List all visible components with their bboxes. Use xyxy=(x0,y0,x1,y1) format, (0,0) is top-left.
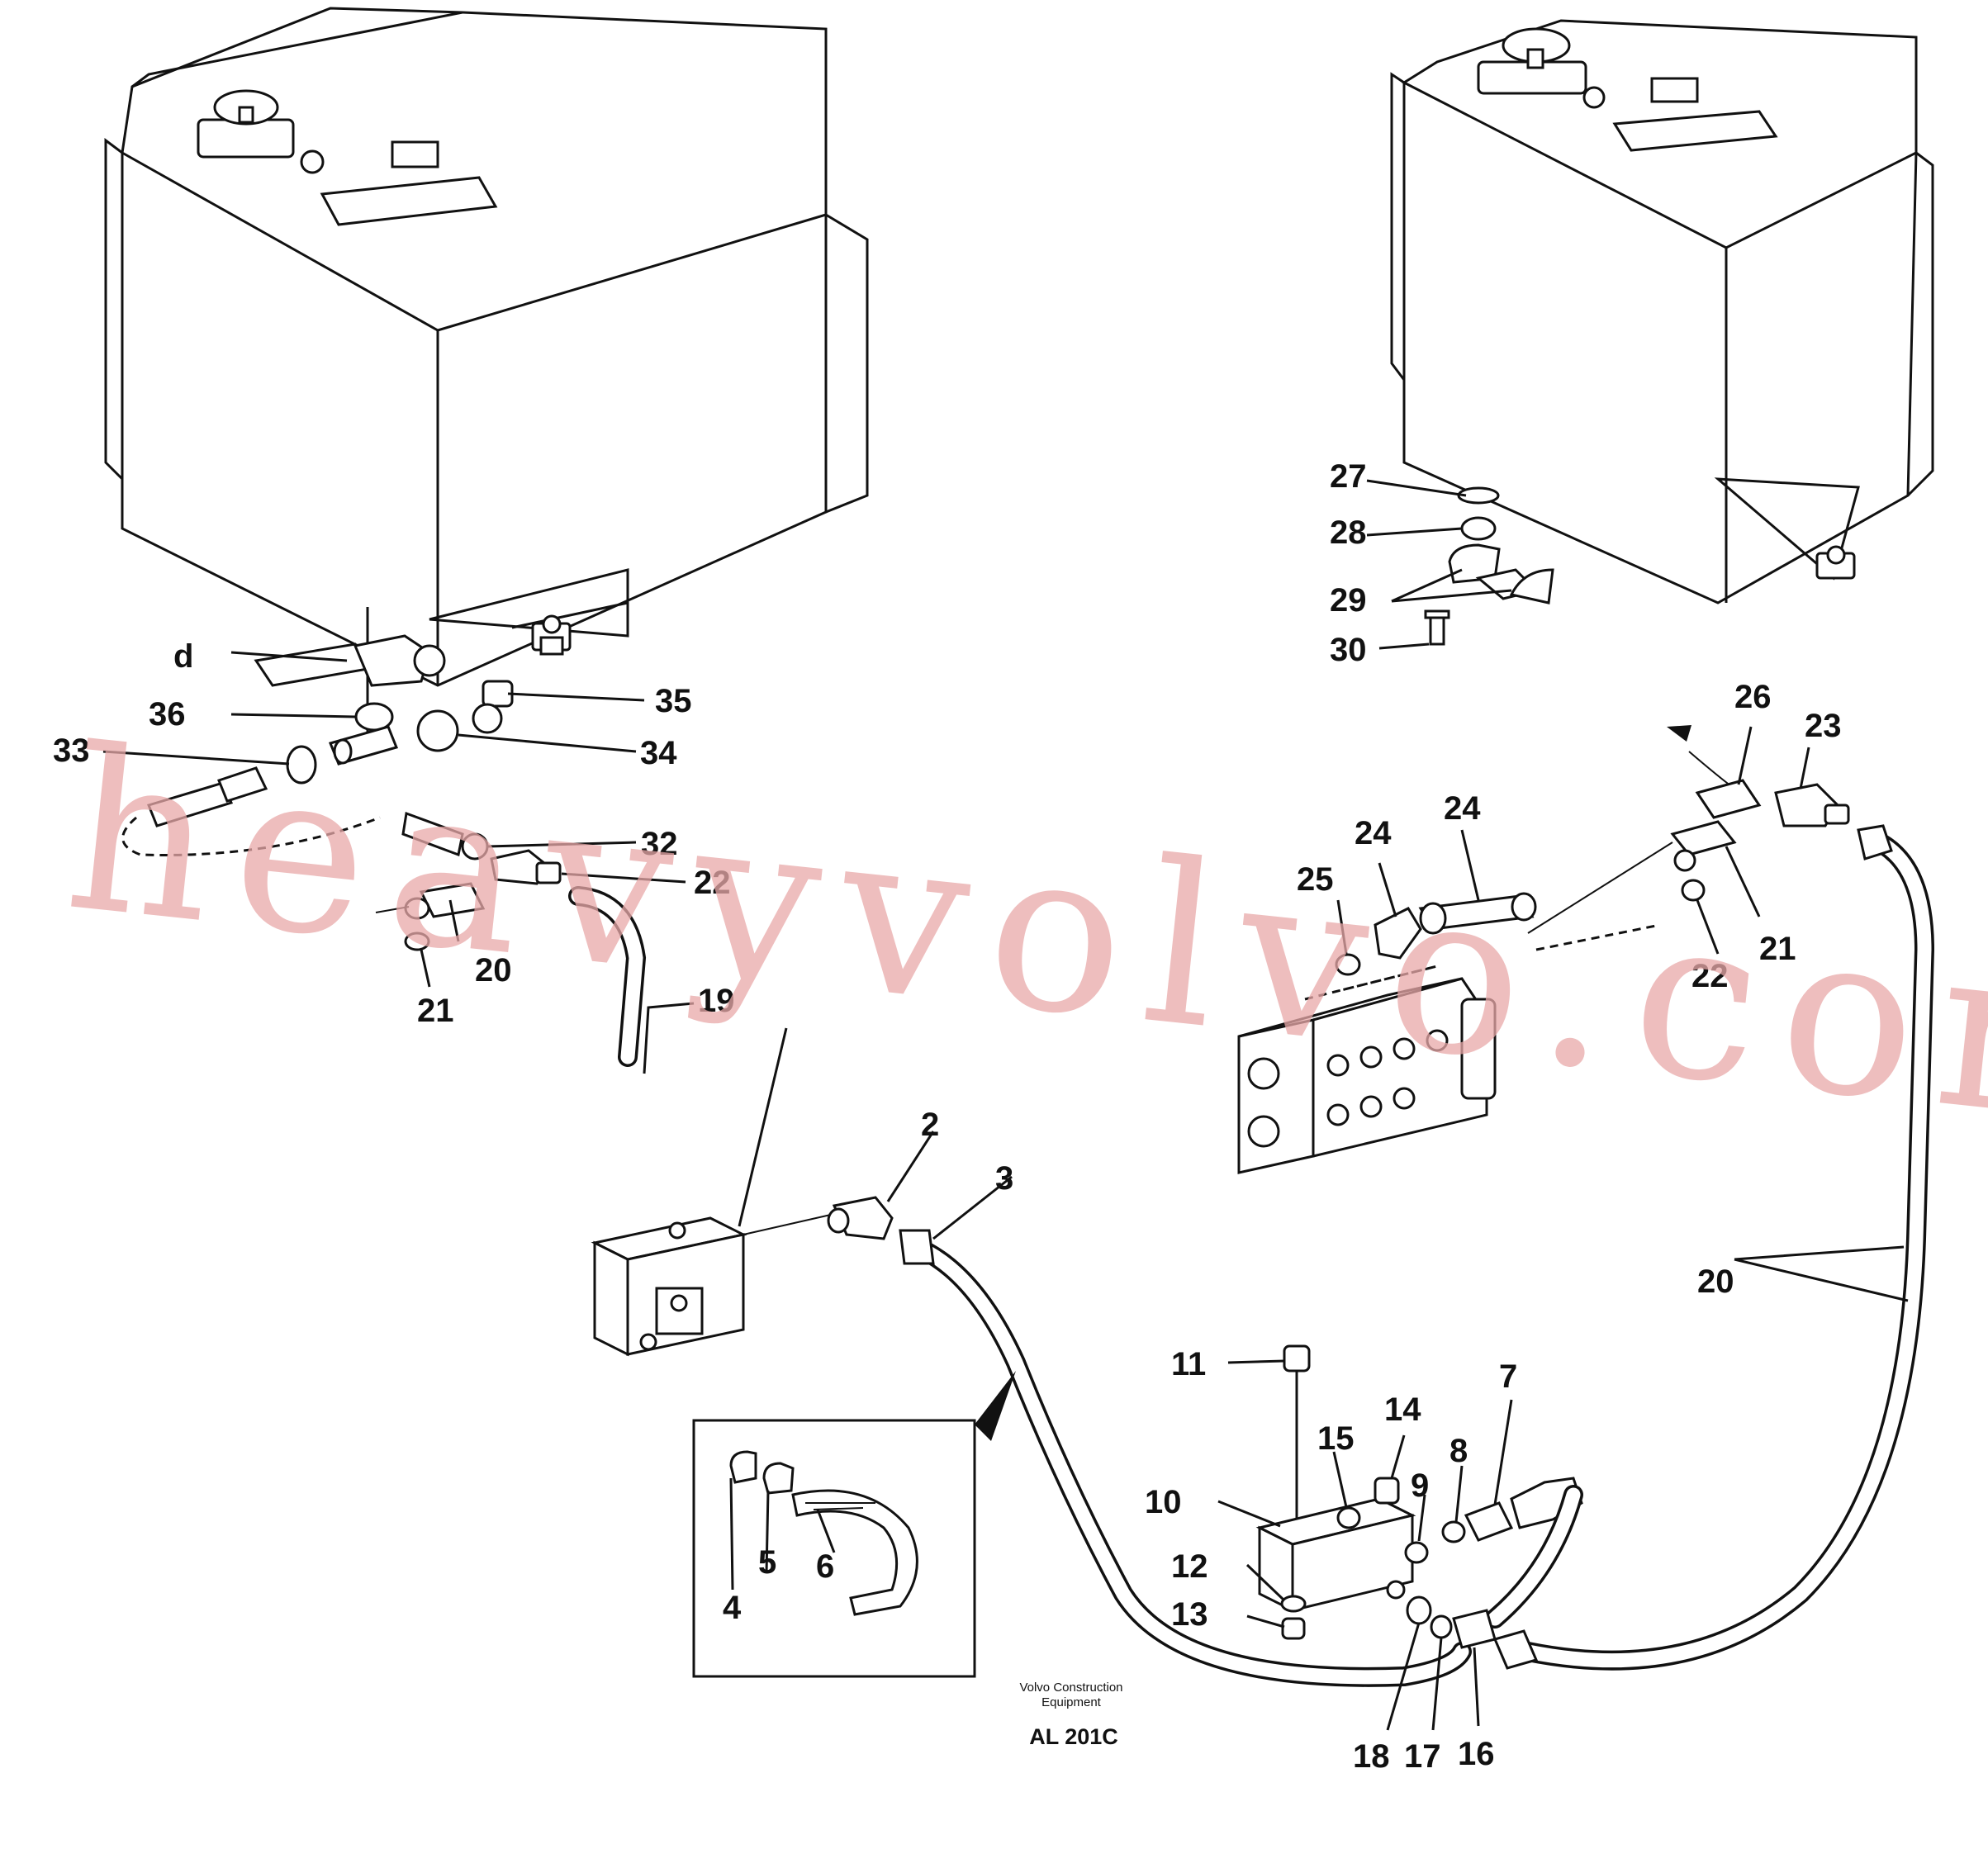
hydraulic-tank-left xyxy=(104,7,869,687)
hose-clamp-inset xyxy=(692,1371,1016,1678)
label-3: 3 xyxy=(995,1160,1013,1197)
tank-cap-base-left xyxy=(197,118,295,159)
seal-17 xyxy=(1430,1614,1453,1639)
callouts: d 36 33 35 34 32 22 20 21 19 27 28 29 30… xyxy=(53,458,1842,1775)
clamp-29b xyxy=(1509,568,1554,604)
inspection-cover-right xyxy=(1612,110,1778,152)
washer-9 xyxy=(1404,1541,1429,1564)
elbow-24 xyxy=(1374,907,1422,960)
clamp-29a xyxy=(1448,543,1501,584)
leader-lines xyxy=(102,479,1909,1731)
label-31: 32 xyxy=(641,826,678,862)
label-14: 14 xyxy=(1384,1391,1421,1428)
label-9: 9 xyxy=(1411,1467,1429,1504)
publisher-line-1: Volvo Construction xyxy=(1019,1681,1122,1695)
valve-block-1 xyxy=(591,1216,747,1357)
cable-tie-6 xyxy=(791,1489,918,1616)
label-30: 30 xyxy=(1330,632,1367,668)
label-19b: 20 xyxy=(1697,1263,1734,1300)
label-6: 6 xyxy=(816,1548,834,1585)
label-21a: 21 xyxy=(417,993,454,1029)
plug-14 xyxy=(1374,1477,1400,1505)
distribution-block-10 xyxy=(1255,1344,1583,1670)
label-20a: 20 xyxy=(475,952,512,989)
nut-13 xyxy=(1281,1617,1306,1640)
label-5: 5 xyxy=(758,1544,776,1581)
label-35: 36 xyxy=(149,696,186,732)
return-line-dashed xyxy=(121,816,381,856)
clamp-assembly xyxy=(1424,486,1554,646)
pipe-36 xyxy=(254,642,370,687)
bushing-28 xyxy=(1460,516,1497,541)
washer-12 xyxy=(1280,1595,1307,1613)
label-16: 16 xyxy=(1458,1736,1495,1772)
hydraulic-tank-right xyxy=(1390,19,1934,604)
hose-end-26 xyxy=(1695,779,1762,819)
label-2: 2 xyxy=(921,1107,939,1143)
label-19a: 19 xyxy=(698,983,735,1019)
label-27: 27 xyxy=(1330,458,1367,495)
control-valve xyxy=(1237,977,1497,1174)
label-13: 13 xyxy=(1171,1596,1208,1633)
label-20b: 21 xyxy=(1759,931,1796,967)
right-return-fittings xyxy=(1304,725,1935,1671)
label-15: 15 xyxy=(1317,1420,1355,1457)
label-24-text: 24 xyxy=(1355,815,1392,851)
drawing-info: Volvo Construction Equipment AL 201C xyxy=(1019,1681,1122,1749)
inspection-cover-left xyxy=(320,176,498,226)
label-26: 26 xyxy=(1734,679,1772,715)
nut-33 xyxy=(416,709,459,752)
adapter-16 xyxy=(1452,1609,1497,1649)
seal-25 xyxy=(1335,953,1361,976)
clip-5 xyxy=(762,1462,795,1495)
label-23: 24 xyxy=(1444,790,1481,827)
connector-32 xyxy=(217,766,268,803)
adapter-7 xyxy=(1464,1501,1514,1542)
seal-21-right xyxy=(1681,879,1706,902)
publisher-line-2: Equipment xyxy=(1041,1695,1102,1709)
inset-frame xyxy=(692,1419,976,1678)
label-36: d xyxy=(173,638,193,675)
seal-21-left xyxy=(404,932,430,951)
screw-30 xyxy=(1429,614,1445,646)
seal-18 xyxy=(1406,1595,1432,1625)
clip-4 xyxy=(729,1450,757,1484)
seal-8 xyxy=(1441,1520,1466,1543)
label-8: 8 xyxy=(1449,1433,1468,1469)
elbow-20-right xyxy=(1670,820,1737,856)
watermark: heavyvolvo.com xyxy=(56,699,1988,1179)
elbow-7 xyxy=(1510,1477,1583,1529)
hose-end-31 xyxy=(401,811,464,857)
fitting-34 xyxy=(482,680,514,708)
pipe-32 xyxy=(146,781,234,827)
label-4: 4 xyxy=(723,1590,742,1626)
bolt-11 xyxy=(1283,1344,1311,1373)
washer-15 xyxy=(1336,1506,1361,1529)
label-18: 18 xyxy=(1353,1738,1390,1775)
label-17: 17 xyxy=(1404,1738,1441,1775)
label-34: 35 xyxy=(655,683,692,719)
label-22b: 23 xyxy=(1805,708,1842,744)
label-32: 33 xyxy=(53,732,90,769)
label-25-text: 25 xyxy=(1297,861,1334,898)
label-22a: 22 xyxy=(694,865,731,901)
label-21b: 22 xyxy=(1691,958,1729,994)
label-33: 34 xyxy=(640,735,677,771)
label-10: 10 xyxy=(1145,1484,1182,1520)
label-11: 11 xyxy=(1171,1346,1206,1382)
left-return-fittings xyxy=(121,634,647,1067)
label-7: 7 xyxy=(1499,1358,1517,1395)
label-28: 28 xyxy=(1330,514,1367,551)
label-29: 29 xyxy=(1330,582,1367,619)
label-12: 12 xyxy=(1171,1548,1208,1585)
drawing-code: AL 201C xyxy=(1029,1724,1118,1749)
